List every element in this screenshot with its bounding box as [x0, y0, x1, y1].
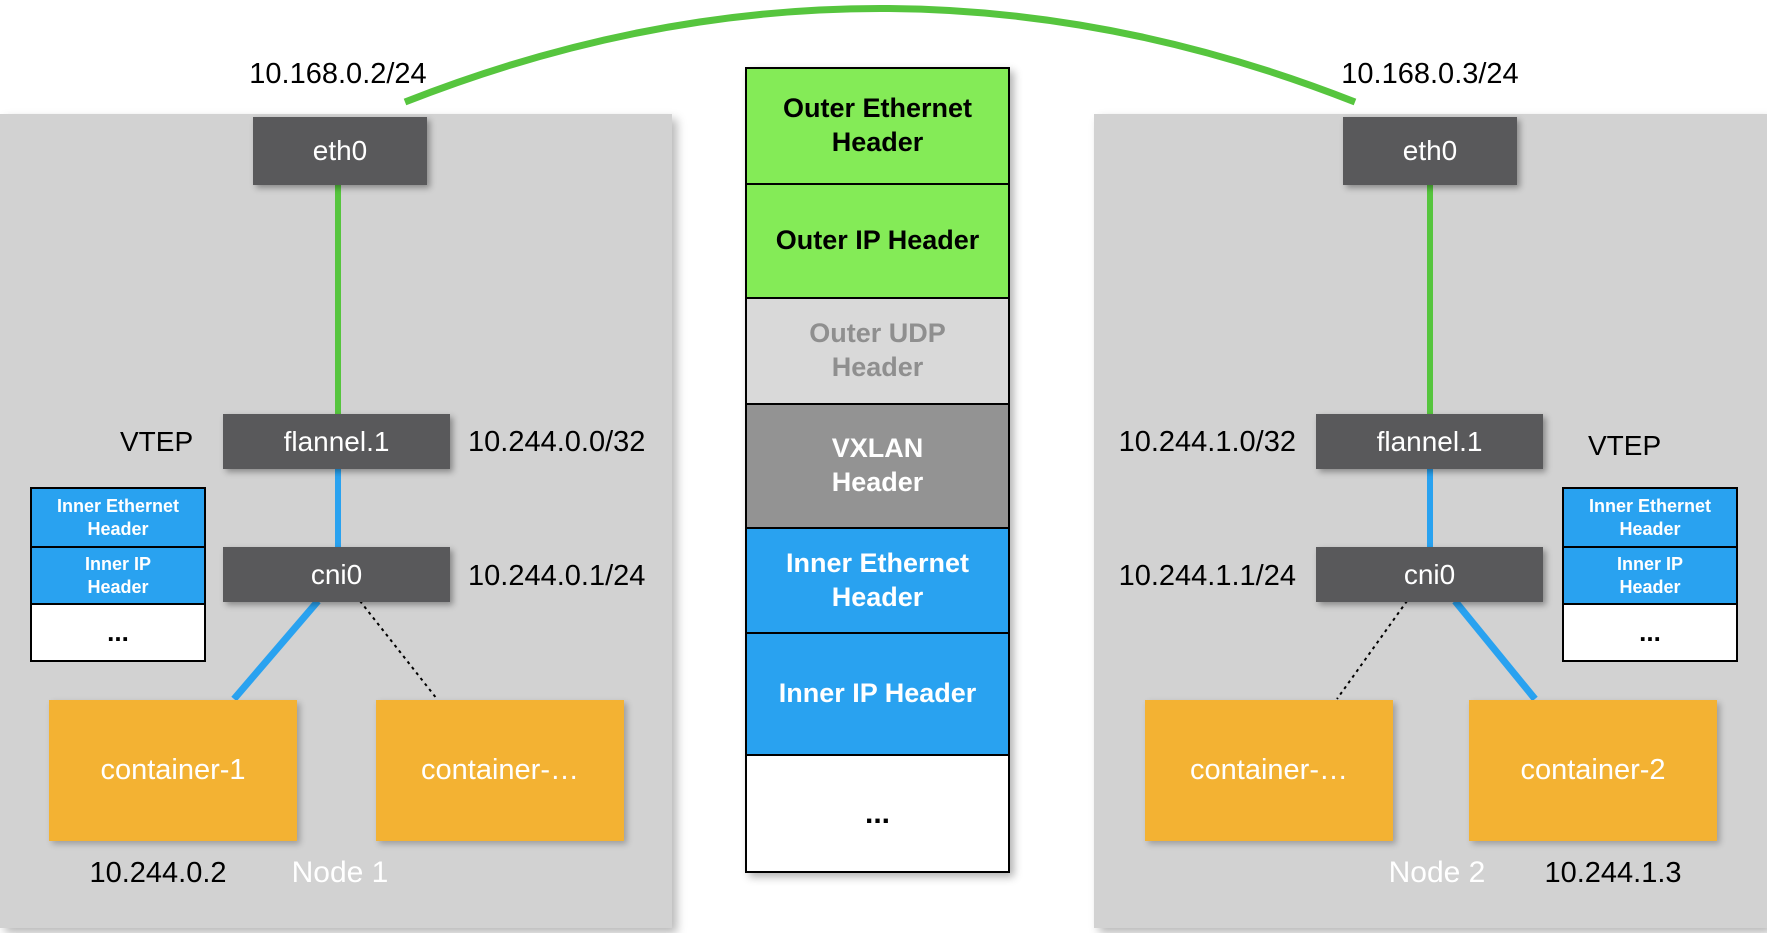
inner-rest-node1: ... — [32, 603, 204, 660]
flannel-ip-node1: 10.244.0.0/32 — [468, 426, 646, 458]
flannel-label-node1: flannel.1 — [283, 425, 390, 457]
cni0-container1-link — [231, 598, 321, 702]
cni0-box-node2: cni0 — [1316, 547, 1543, 602]
inner-ethernet-header-node1: Inner Ethernet Header — [32, 489, 204, 546]
container-etc-box-node1: container-… — [376, 700, 624, 841]
flannel-box-node2: flannel.1 — [1316, 414, 1543, 469]
container-etc-label-node2: container-… — [1190, 754, 1348, 786]
node1-host-ip: 10.168.0.2/24 — [249, 58, 427, 90]
node2-title: Node 2 — [1388, 856, 1486, 889]
container-etc-box-node2: container-… — [1145, 700, 1393, 841]
eth0-box-node2: eth0 — [1343, 117, 1517, 185]
eth0-label-node1: eth0 — [312, 135, 368, 166]
stack-segment-outer-ip: Outer IP Header — [747, 183, 1008, 297]
vtep-label-node2: VTEP — [1588, 430, 1662, 461]
container-etc-label-node1: container-… — [421, 754, 579, 786]
inner-packet-stack-node2: Inner Ethernet Header Inner IP Header ..… — [1562, 487, 1738, 662]
cni0-ip-node2: 10.244.1.1/24 — [1118, 560, 1296, 592]
container-2-label: container-2 — [1520, 754, 1666, 786]
stack-segment-vxlan: VXLAN Header — [747, 403, 1008, 527]
inner-rest-node2: ... — [1564, 603, 1736, 660]
inner-ip-header-node2: Inner IP Header — [1564, 546, 1736, 603]
packet-stack: Outer Ethernet Header Outer IP Header Ou… — [745, 67, 1010, 873]
inner-ethernet-header-node2: Inner Ethernet Header — [1564, 489, 1736, 546]
container-2-box: container-2 — [1469, 700, 1717, 841]
cni0-container2-link — [1452, 598, 1538, 702]
container-1-box: container-1 — [49, 700, 297, 841]
stack-segment-inner-ip: Inner IP Header — [747, 632, 1008, 754]
cni0-container-dotted-link-node1 — [359, 600, 438, 700]
stack-segment-inner-ethernet: Inner Ethernet Header — [747, 527, 1008, 632]
node1-title: Node 1 — [291, 856, 389, 889]
cni0-box-node1: cni0 — [223, 547, 450, 602]
container-2-ip: 10.244.1.3 — [1544, 857, 1682, 889]
stack-segment-rest: ... — [747, 754, 1008, 871]
node2-host-ip: 10.168.0.3/24 — [1341, 58, 1519, 90]
inner-ip-header-node1: Inner IP Header — [32, 546, 204, 603]
inner-packet-stack-node1: Inner Ethernet Header Inner IP Header ..… — [30, 487, 206, 662]
cni0-container-dotted-link-node2 — [1336, 600, 1408, 700]
eth0-label-node2: eth0 — [1402, 135, 1458, 166]
container-1-label: container-1 — [100, 754, 246, 786]
flannel-label-node2: flannel.1 — [1376, 425, 1483, 457]
flannel-box-node1: flannel.1 — [223, 414, 450, 469]
vxlan-tunnel-arc — [403, 5, 1357, 106]
stack-segment-outer-udp: Outer UDP Header — [747, 297, 1008, 403]
stack-segment-outer-ethernet: Outer Ethernet Header — [747, 69, 1008, 183]
flannel-ip-node2: 10.244.1.0/32 — [1118, 426, 1296, 458]
eth0-box-node1: eth0 — [253, 117, 427, 185]
cni0-label-node2: cni0 — [1403, 558, 1456, 590]
vtep-label-node1: VTEP — [120, 426, 194, 457]
cni0-ip-node1: 10.244.0.1/24 — [468, 560, 646, 592]
container-1-ip: 10.244.0.2 — [89, 857, 227, 889]
cni0-label-node1: cni0 — [310, 558, 363, 590]
